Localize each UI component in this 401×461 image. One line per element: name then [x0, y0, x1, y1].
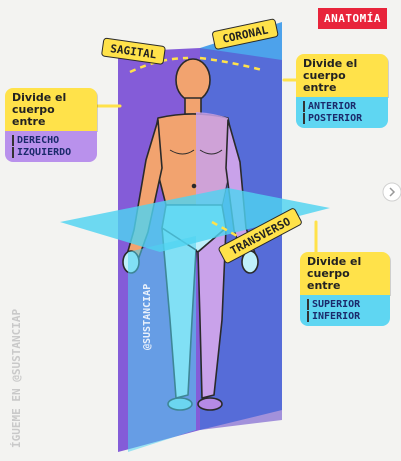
callout-transverse-item1: SUPERIOR [307, 299, 383, 310]
callout-sagittal-item1: DERECHO [12, 135, 90, 146]
side-watermark: ÍGUEME EN @SUSTANCIAP [10, 309, 23, 448]
callout-sagittal-head: Divide el cuerpo entre [5, 88, 97, 131]
callout-coronal-head: Divide el cuerpo entre [296, 54, 388, 97]
callout-sagittal-title2: cuerpo entre [12, 104, 90, 128]
carousel-next-icon[interactable] [383, 183, 401, 201]
callout-transverse: Divide el cuerpo entre SUPERIOR INFERIOR [300, 252, 390, 326]
callout-sagittal-body: DERECHO IZQUIERDO [5, 131, 97, 162]
callout-coronal: Divide el cuerpo entre ANTERIOR POSTERIO… [296, 54, 388, 128]
callout-coronal-item1: ANTERIOR [303, 101, 381, 112]
right-foot [198, 398, 222, 410]
label-sagital-group: SAGITAL [101, 38, 165, 64]
navel [193, 185, 196, 188]
callout-sagittal-item2: IZQUIERDO [12, 147, 90, 158]
callout-transverse-item2: INFERIOR [307, 311, 383, 322]
callout-transverse-head: Divide el cuerpo entre [300, 252, 390, 295]
callout-sagittal: Divide el cuerpo entre DERECHO IZQUIERDO [5, 88, 97, 162]
callout-coronal-title2: cuerpo entre [303, 70, 381, 94]
neck [185, 98, 201, 114]
anatomia-tag: ANATOMÍA [318, 8, 387, 29]
watermark-handle: @SUSTANCIAP [142, 284, 153, 350]
sagittal-plane-lower [128, 236, 196, 452]
callout-transverse-body: SUPERIOR INFERIOR [300, 295, 390, 326]
callout-coronal-body: ANTERIOR POSTERIOR [296, 97, 388, 128]
callout-coronal-item2: POSTERIOR [303, 113, 381, 124]
head [176, 59, 210, 101]
callout-transverse-title2: cuerpo entre [307, 268, 383, 292]
